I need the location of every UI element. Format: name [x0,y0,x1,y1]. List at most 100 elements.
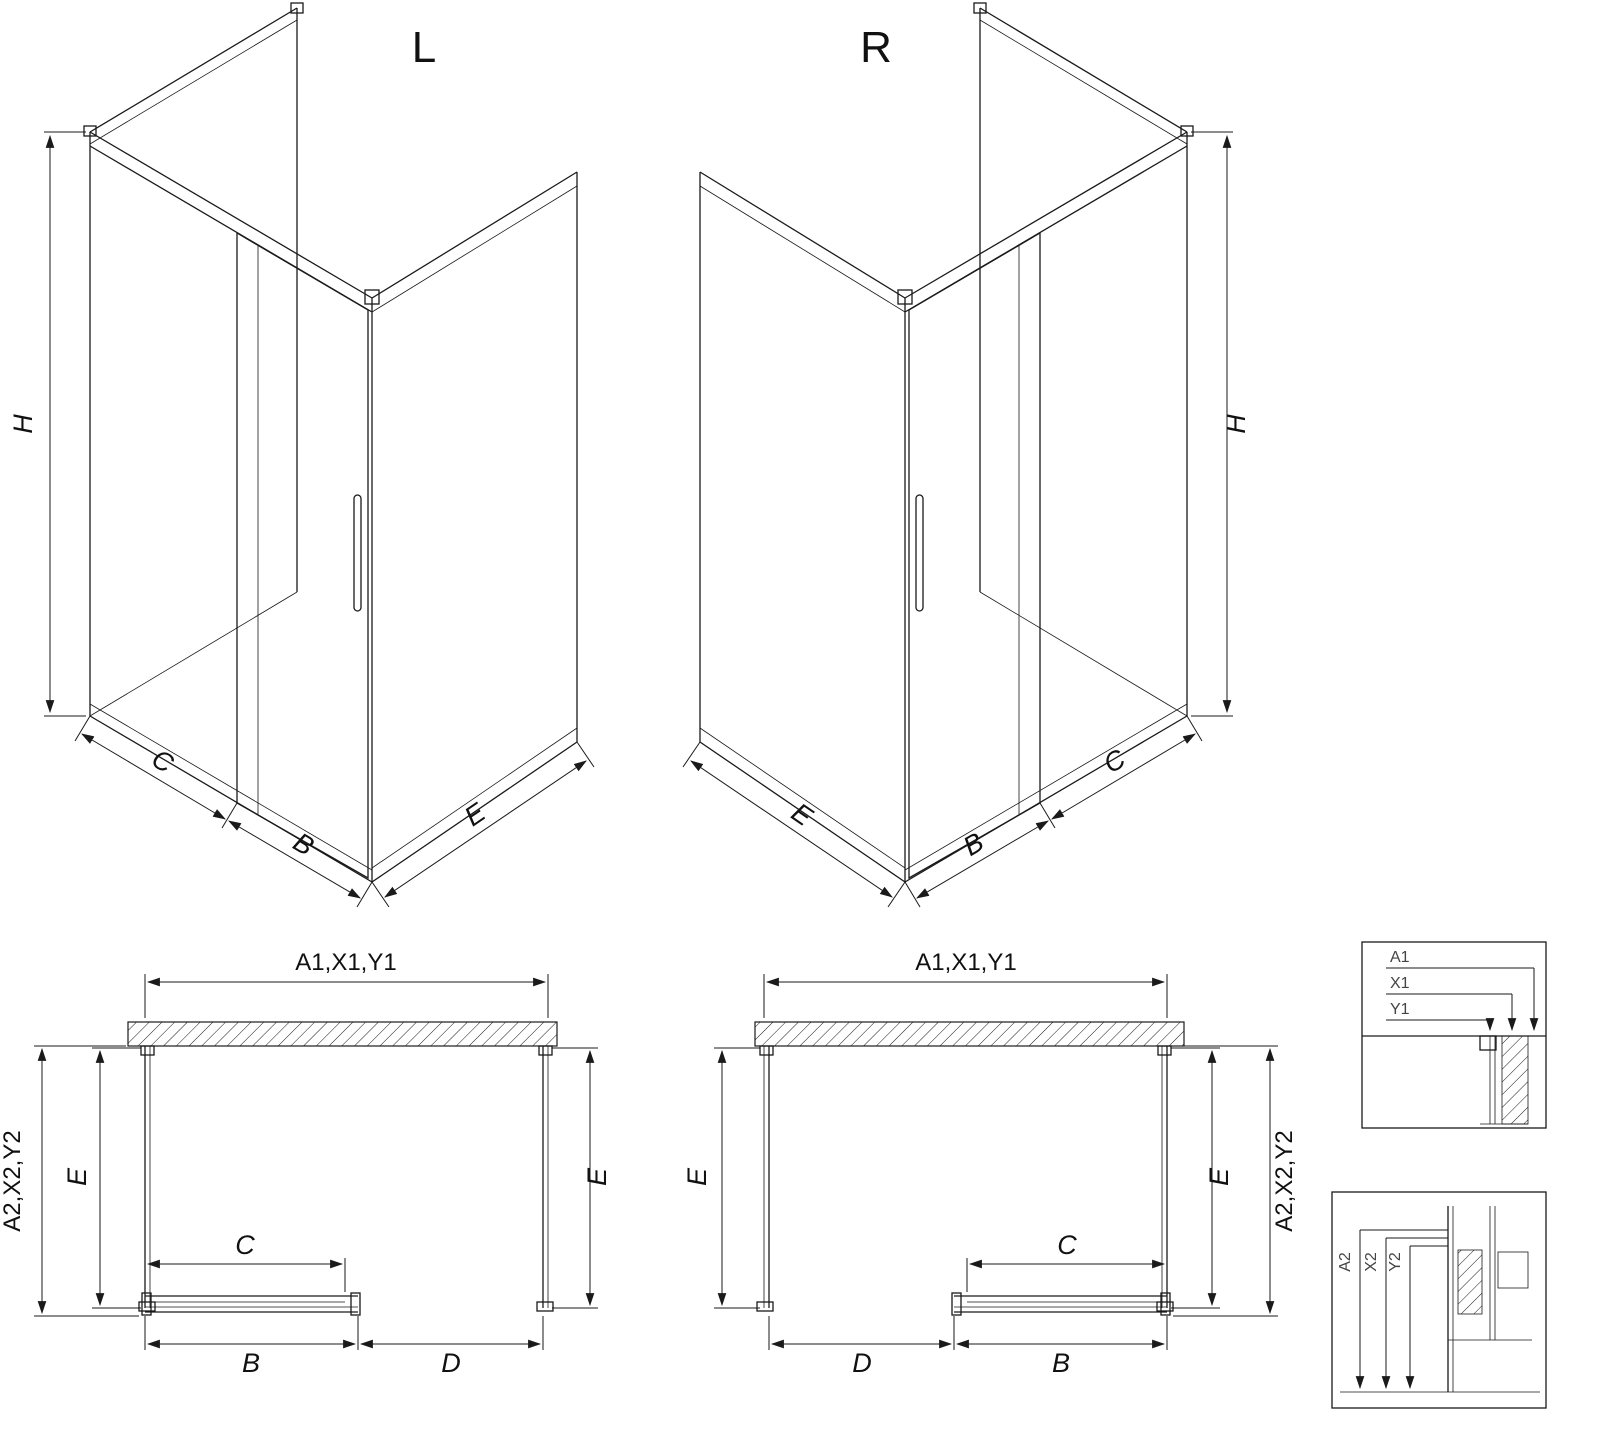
dim-e-label: E [459,797,492,832]
dim-d-label: D [441,1348,461,1378]
glass-panels-inner [763,1046,1163,1308]
dim-b-extensions [356,881,373,908]
sliding-door-panel [236,231,369,880]
dim-e-left-label: E [62,1167,92,1186]
dim-e-left-extensions [92,1047,141,1309]
detail-y1-label: Y1 [1390,1001,1410,1018]
detail-frame [1331,1191,1547,1409]
detail-profile-hatch [1457,1249,1483,1315]
dim-a1-extensions [763,974,1168,1018]
door-track [954,1295,1167,1313]
dim-e-right-label: E [1204,1167,1234,1186]
dim-b-line [228,820,361,899]
dim-c-label: C [1057,1230,1077,1260]
dim-b-line [916,820,1049,899]
back-panel-edges [979,19,1188,717]
detail-x1-label: X1 [1390,975,1410,992]
detail-x2-label: X2 [1363,1252,1380,1272]
detail-wall-hatch [1501,1035,1529,1125]
door-and-fixed-glass [145,1301,358,1308]
variant-label-left: L [412,23,436,72]
detail-glass-section-inner [1340,1206,1540,1393]
detail-box-bottom: A2 X2 Y2 [1331,1191,1547,1409]
dim-e-line [384,760,587,898]
dim-c-label: C [235,1230,255,1260]
dim-b-label: B [958,827,989,862]
front-face-rails [89,246,373,871]
foot-profile-right [536,1301,554,1312]
wall-section-hatched [127,1021,558,1047]
dim-a2-extensions [34,1045,139,1317]
door-handle [353,494,362,612]
side-panel-rails [371,185,578,869]
track-end-cap-left [141,1292,152,1316]
track-end-cap-right [350,1292,361,1316]
dim-e-line [690,760,893,898]
dim-b-label: B [242,1348,260,1378]
dim-b-extensions [144,1316,359,1350]
back-panel-outline [979,7,1188,592]
detail-a1-label: A1 [1390,949,1410,966]
dim-e-right-extensions [552,1047,598,1309]
door-track [145,1295,358,1313]
dim-b-label: B [1052,1348,1070,1378]
wall-profile-left [759,1045,774,1056]
dim-e-right-label: E [582,1167,612,1186]
detail-frame [1361,941,1547,1129]
side-panel-outline [371,171,578,883]
detail-y2-label: Y2 [1387,1252,1404,1272]
dim-b-label: B [288,827,319,862]
corner-bracket-back [973,2,987,14]
back-panel-edges [89,19,298,717]
dim-c-extensions [1039,715,1203,829]
corner-bracket-right [1180,125,1194,137]
door-handle [915,494,924,612]
side-panel-rails [699,185,906,869]
corner-bracket-front [364,289,380,305]
track-end-cap-right [1160,1292,1171,1316]
wall-profile-right [538,1045,553,1056]
side-panel-outline [699,171,906,883]
iso-view-right: R H E B C [682,2,1251,908]
detail-box-top: A1 X1 Y1 [1361,941,1547,1129]
dim-c-line [81,733,226,820]
door-and-fixed-glass [954,1301,1167,1308]
sliding-door-panel [908,231,1041,880]
dim-a2-extensions [1173,1045,1278,1317]
dim-c-extensions [74,715,238,829]
dim-c-line [1051,733,1196,820]
dim-e-right-extensions [1171,1047,1220,1309]
dim-h-extensions [1191,131,1233,717]
front-face-outline [904,131,1188,883]
glass-panels-inner [149,1046,549,1308]
corner-bracket-front [897,289,913,305]
dim-d-label: D [852,1348,872,1378]
plan-view-right: A1,X1,Y1 C B D E E A2,X2,Y2 [682,949,1298,1378]
glass-panels [144,1046,544,1308]
glass-panels [768,1046,1168,1308]
corner-bracket-left [83,125,97,137]
detail-roller-block [1497,1251,1529,1289]
dim-a2-label: A2,X2,Y2 [0,1130,26,1231]
iso-view-left: L H C B E [8,2,595,908]
detail-leader-lines [1386,967,1534,1021]
dim-e-left-extensions [714,1047,760,1309]
dim-e-extensions [371,741,595,908]
dim-h-extensions [44,131,86,717]
foot-profile-left [756,1301,774,1312]
dim-a1-label: A1,X1,Y1 [295,949,396,976]
front-face-outline [89,131,373,883]
detail-a2-label: A2 [1337,1252,1354,1272]
dim-a1-label: A1,X1,Y1 [915,949,1016,976]
dim-c-label: C [147,743,179,779]
dim-h-label: H [8,414,38,434]
detail-leader-lines [1360,1229,1448,1247]
dim-a2-label: A2,X2,Y2 [1271,1130,1298,1231]
corner-bracket-back [290,2,304,14]
dim-e-left-label: E [682,1167,712,1186]
dim-c-label: C [1098,743,1130,779]
dim-c-extensions [966,1258,1168,1292]
front-face-rails [904,246,1188,871]
